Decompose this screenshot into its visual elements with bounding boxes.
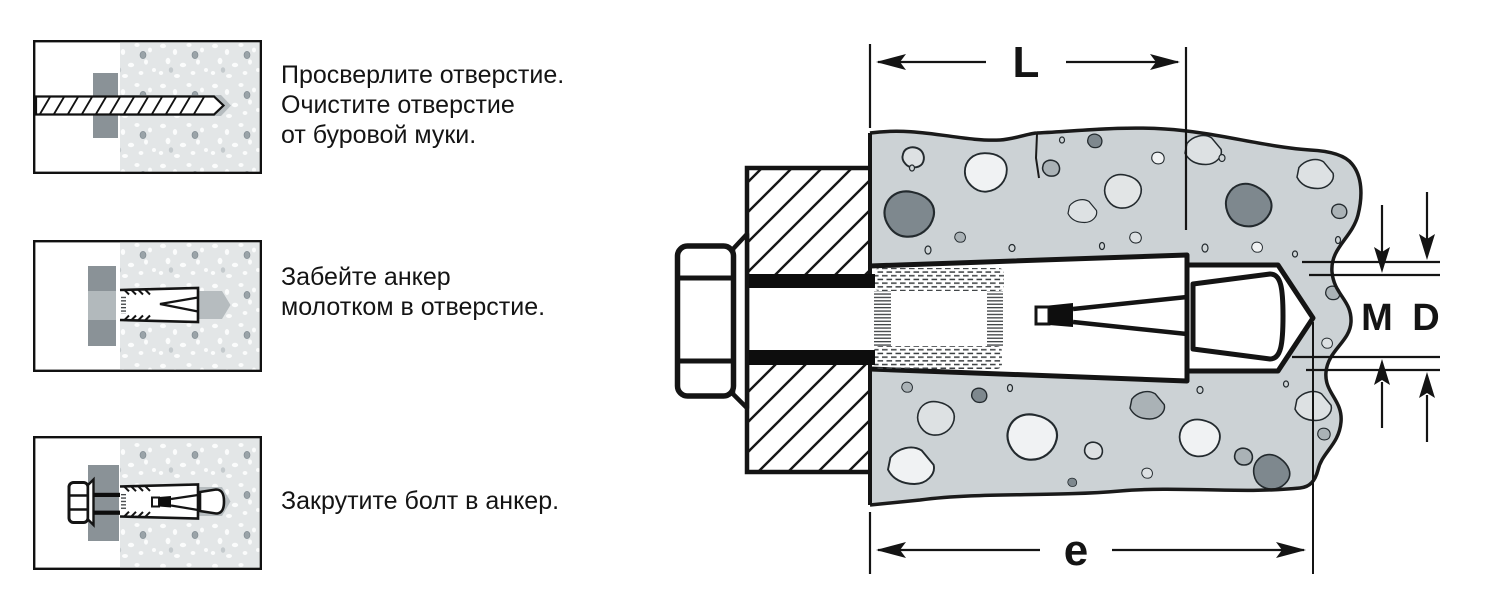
drill-bit-icon [34, 95, 226, 116]
bolt-shank-top [746, 274, 875, 288]
arrowhead-up-icon [1374, 359, 1390, 385]
arrowhead-down-icon [1419, 234, 1435, 260]
flange-washer [86, 476, 95, 528]
fixture-and-bolt [674, 133, 875, 505]
bolt-shank-bottom [746, 350, 875, 365]
surface-crack [1034, 133, 1040, 179]
caption-line: Забейте анкер [281, 263, 451, 291]
concrete-outline [869, 126, 1363, 507]
expansion-cone [1190, 271, 1286, 362]
arrowhead-right-icon [1276, 542, 1306, 558]
dimension-L: L [868, 38, 1188, 230]
expansion-cone [198, 488, 226, 515]
expansion-slot [1072, 294, 1188, 337]
arrowhead-left-icon [876, 542, 906, 558]
arrowhead-right-icon [1150, 54, 1180, 70]
arrowhead-left-icon [876, 54, 906, 70]
hex-head-icon [674, 243, 737, 399]
caption-line: молотком в отверстие. [281, 293, 546, 321]
dimension-e: e [868, 322, 1314, 575]
step-2-caption: Забейте анкер молотком в отверстие. [281, 262, 545, 322]
fixture-block-top [88, 266, 116, 291]
arrowhead-up-icon [1419, 372, 1435, 398]
step-1-caption: Просверлите отверстие. Очистите отверсти… [281, 60, 564, 150]
fixture-hole [88, 291, 116, 320]
thread-bore-left [874, 291, 891, 346]
fixture-block-bottom [88, 320, 116, 346]
wedge [1049, 303, 1073, 327]
thread-texture-top [874, 268, 1004, 291]
thread-texture-bottom [874, 346, 1002, 369]
anchor-sleeve-icon [119, 286, 200, 324]
arrowhead-down-icon [1374, 247, 1390, 273]
plate-hole [747, 274, 871, 365]
dimension-D-label: D [1412, 297, 1439, 339]
step-2-illustration-hammer [33, 240, 262, 372]
anchor-assembly [869, 252, 1316, 384]
small-pebbles [908, 136, 1342, 395]
dimension-L-label: L [1013, 38, 1040, 87]
bolt-end [1034, 305, 1051, 326]
caption-line: Очистите отверстие [281, 91, 515, 119]
hex-head-facets [679, 275, 732, 364]
step-1-illustration-drill [33, 40, 262, 174]
step-3-illustration-screw [33, 436, 262, 570]
caption-line: Закрутите болт в анкер. [281, 487, 560, 515]
dimension-M-D: M D [1292, 192, 1440, 442]
caption-line: Просверлите отверстие. [281, 61, 565, 89]
anchor-bolt-icon [67, 476, 226, 528]
dimension-e-label: e [1064, 526, 1088, 575]
caption-line: от буровой муки. [281, 121, 477, 149]
dimension-M-label: M [1361, 297, 1393, 339]
thread-bore-right [987, 291, 1003, 346]
step-3-caption: Закрутите болт в анкер. [281, 486, 559, 516]
